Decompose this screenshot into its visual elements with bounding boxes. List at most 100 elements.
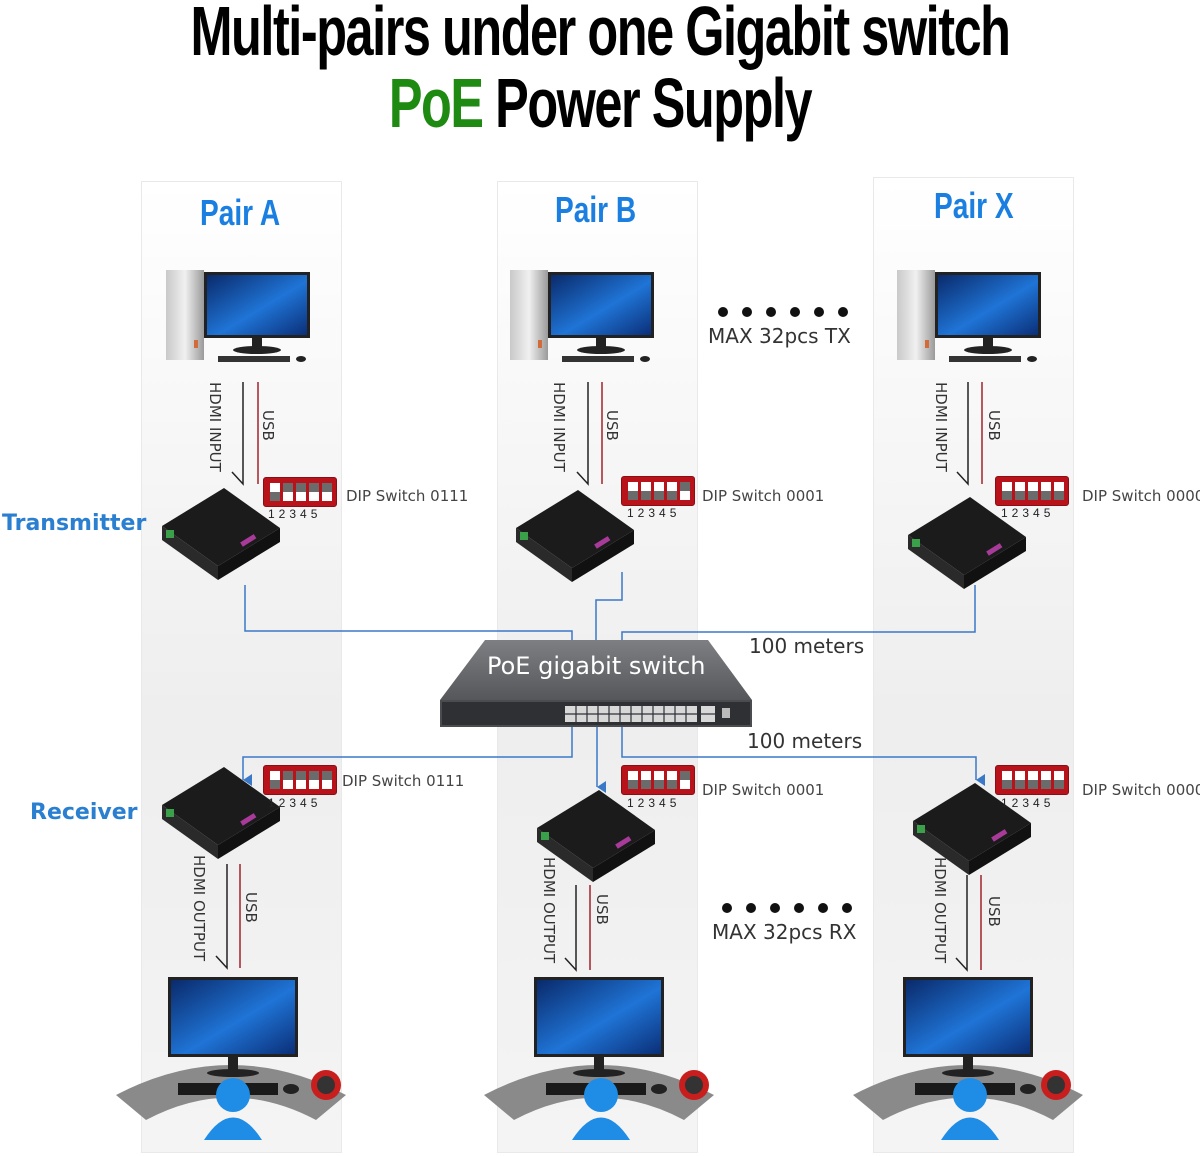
dip-toggle-knob	[641, 780, 651, 789]
receiver-device-a	[162, 767, 280, 859]
dip-label-tx-x: DIP Switch 0000	[1082, 487, 1200, 505]
dip-label-rx-x: DIP Switch 0000	[1082, 781, 1200, 799]
dip-toggle-knob	[1002, 780, 1012, 789]
dip-toggle-knob	[283, 771, 293, 780]
dip-toggle-knob	[1015, 491, 1025, 500]
distance-upper-label: 100 meters	[749, 634, 865, 658]
tx-cables	[231, 382, 983, 486]
title-poe-highlight: PoE	[388, 64, 484, 142]
pc-pair-a	[166, 270, 310, 362]
dip-label-tx-a: DIP Switch 0111	[346, 487, 469, 505]
dip-toggle-knob	[1015, 780, 1025, 789]
transmitter-device-x	[908, 497, 1026, 589]
dip-toggle-knob	[654, 780, 664, 789]
workstation-pair-b	[484, 977, 714, 1140]
dip-toggle-4	[1041, 482, 1051, 500]
switch-label: PoE gigabit switch	[487, 652, 706, 680]
max-tx-note: MAX 32pcs TX	[708, 324, 851, 348]
tx-a-usb-label: USB	[259, 410, 277, 441]
tx-a-hdmi-label: HDMI INPUT	[206, 382, 224, 472]
tx-x-hdmi-label: HDMI INPUT	[932, 382, 950, 472]
dip-toggle-knob	[680, 482, 690, 491]
dip-toggle-2	[641, 482, 651, 500]
dip-numbers-rx-x: 12345	[1001, 796, 1055, 810]
dip-label-tx-b: DIP Switch 0001	[702, 487, 825, 505]
dip-toggle-4	[309, 483, 319, 501]
dip-toggle-5	[1054, 482, 1064, 500]
receiver-device-b	[537, 790, 655, 882]
dip-toggle-4	[309, 771, 319, 789]
rx-x-usb-label: USB	[985, 896, 1003, 927]
dip-toggle-knob	[667, 780, 677, 789]
dip-toggle-5	[1054, 771, 1064, 789]
dip-numbers-tx-x: 12345	[1001, 506, 1055, 520]
dip-toggle-5	[322, 771, 332, 789]
dip-numbers-tx-b: 12345	[627, 506, 681, 520]
rx-ellipsis-dots	[722, 903, 852, 913]
pc-pair-b	[510, 270, 654, 362]
dip-toggle-3	[654, 482, 664, 500]
dip-toggle-knob	[1041, 780, 1051, 789]
dip-switch-tx-x	[995, 476, 1069, 506]
dip-toggle-3	[296, 771, 306, 789]
dip-toggle-4	[667, 771, 677, 789]
title-line-1: Multi-pairs under one Gigabit switch	[190, 0, 1010, 70]
rx-b-usb-label: USB	[593, 894, 611, 925]
dip-toggle-1	[270, 483, 280, 501]
dip-toggle-knob	[1041, 491, 1051, 500]
dip-toggle-knob	[270, 780, 280, 789]
dip-toggle-4	[1041, 771, 1051, 789]
distance-lower-label: 100 meters	[747, 729, 863, 753]
dip-toggle-3	[1028, 771, 1038, 789]
dip-numbers-rx-b: 12345	[627, 796, 681, 810]
dip-toggle-1	[1002, 482, 1012, 500]
dip-toggle-1	[628, 482, 638, 500]
dip-toggle-knob	[641, 491, 651, 500]
network-links	[242, 572, 985, 793]
tx-b-hdmi-label: HDMI INPUT	[550, 382, 568, 472]
dip-toggle-5	[322, 483, 332, 501]
dip-toggle-5	[680, 771, 690, 789]
dip-toggle-knob	[283, 483, 293, 492]
title-line-2: PoE Power Supply	[168, 68, 1032, 138]
title-power-supply: Power Supply	[495, 64, 812, 142]
dip-toggle-knob	[1002, 491, 1012, 500]
dip-switch-tx-b	[621, 476, 695, 506]
dip-toggle-2	[641, 771, 651, 789]
dip-toggle-1	[628, 771, 638, 789]
poe-gigabit-switch	[440, 640, 752, 727]
dip-toggle-5	[680, 482, 690, 500]
dip-toggle-knob	[1054, 780, 1064, 789]
pair-x-title: Pair X	[934, 185, 1014, 226]
dip-numbers-rx-a: 12345	[268, 796, 322, 810]
dip-numbers-tx-a: 12345	[268, 507, 322, 521]
dip-toggle-knob	[1054, 491, 1064, 500]
dip-toggle-1	[1002, 771, 1012, 789]
receiver-label: Receiver	[30, 800, 138, 825]
rx-a-usb-label: USB	[242, 892, 260, 923]
workstation-pair-a	[116, 977, 346, 1140]
dip-toggle-knob	[654, 491, 664, 500]
pair-a-title: Pair A	[200, 192, 281, 233]
dip-toggle-knob	[1028, 780, 1038, 789]
dip-switch-rx-a	[263, 765, 337, 795]
rx-cables	[215, 864, 982, 972]
max-rx-note: MAX 32pcs RX	[712, 920, 857, 944]
workstation-pair-x	[853, 977, 1083, 1140]
pair-b-title: Pair B	[555, 189, 637, 230]
dip-label-rx-a: DIP Switch 0111	[342, 772, 465, 790]
dip-toggle-2	[283, 483, 293, 501]
dip-toggle-3	[296, 483, 306, 501]
dip-toggle-knob	[270, 492, 280, 501]
dip-toggle-1	[270, 771, 280, 789]
dip-label-rx-b: DIP Switch 0001	[702, 781, 825, 799]
transmitter-device-b	[516, 490, 634, 582]
dip-toggle-knob	[667, 491, 677, 500]
dip-toggle-knob	[296, 483, 306, 492]
dip-switch-rx-x	[995, 765, 1069, 795]
dip-toggle-knob	[322, 771, 332, 780]
tx-b-usb-label: USB	[603, 410, 621, 441]
pc-pair-x	[897, 270, 1041, 362]
dip-toggle-knob	[322, 483, 332, 492]
dip-toggle-2	[1015, 771, 1025, 789]
